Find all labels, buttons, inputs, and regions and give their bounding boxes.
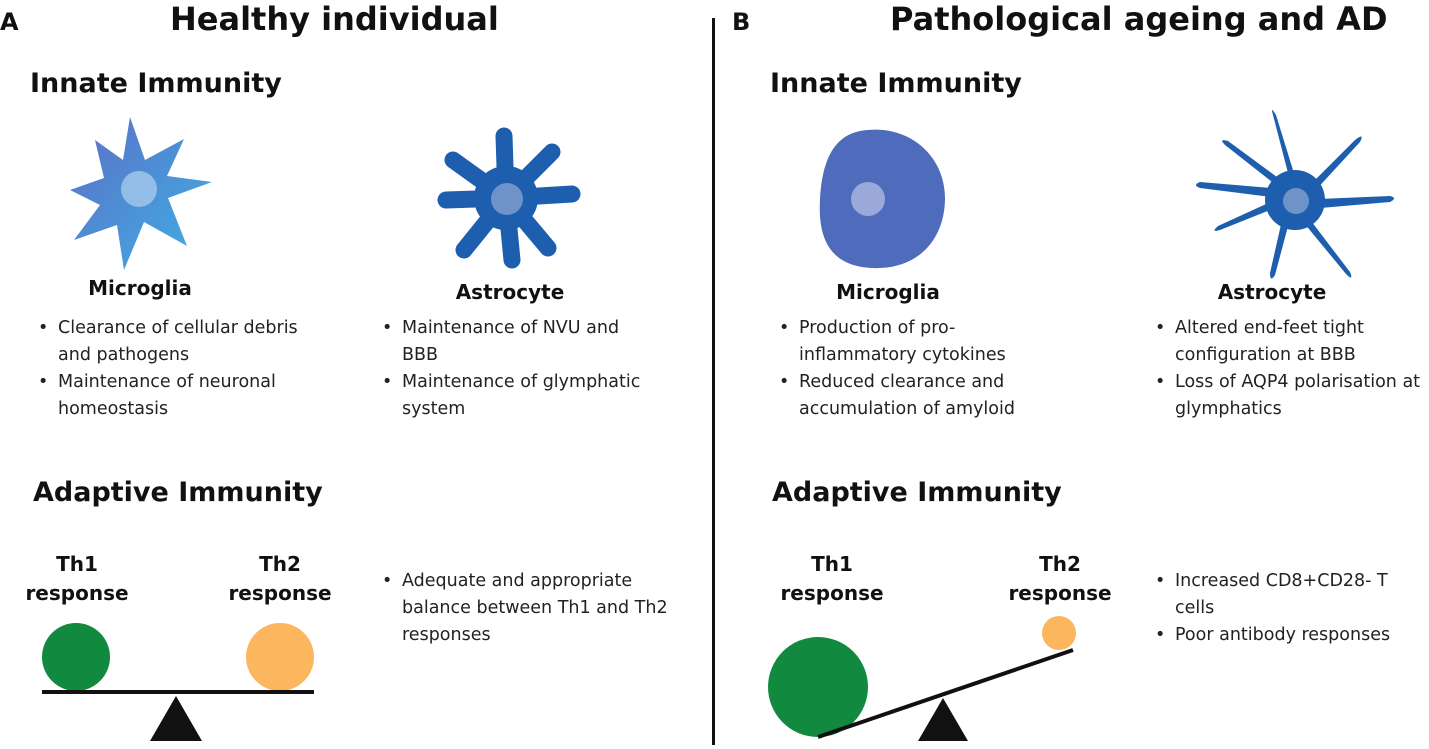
fulcrum-icon: [150, 696, 202, 741]
panel-a-microglia-label: Microglia: [88, 276, 192, 300]
panel-a-adaptive-heading: Adaptive Immunity: [33, 477, 323, 508]
list-item: Loss of AQP4 polarisation at glymphatics: [1153, 369, 1425, 423]
th2-bubble: [1042, 616, 1076, 650]
astrocyte-ad-icon: [1196, 110, 1394, 279]
list-item: Clearance of cellular debris and pathoge…: [36, 315, 316, 369]
panel-a-astrocyte-bullets: Maintenance of NVU and BBB Maintenance o…: [380, 315, 660, 423]
balance-healthy: [42, 623, 314, 741]
balance-beam: [817, 648, 1074, 739]
panel-a-letter: A: [0, 8, 19, 36]
microglia-healthy-icon: [70, 117, 212, 270]
panel-b-microglia-label: Microglia: [836, 280, 940, 304]
panel-b-title: Pathological ageing and AD: [890, 0, 1388, 38]
panel-b-adaptive-heading: Adaptive Immunity: [772, 477, 1062, 508]
list-item: Maintenance of NVU and BBB: [380, 315, 660, 369]
list-item: Altered end-feet tight configuration at …: [1153, 315, 1425, 369]
list-item: Increased CD8+CD28- T cells: [1153, 568, 1428, 622]
list-item: Maintenance of glymphatic system: [380, 369, 660, 423]
list-item: Adequate and appropriate balance between…: [380, 568, 680, 649]
list-item: Production of pro-inflammatory cytokines: [777, 315, 1037, 369]
panel-a-microglia-bullets: Clearance of cellular debris and pathoge…: [36, 315, 316, 423]
panel-b-astrocyte-label: Astrocyte: [1217, 280, 1327, 304]
list-item: Reduced clearance and accumulation of am…: [777, 369, 1037, 423]
th1-bubble: [768, 637, 868, 737]
panel-b-letter: B: [732, 8, 751, 36]
list-item: Maintenance of neuronal homeostasis: [36, 369, 316, 423]
panel-a-innate-heading: Innate Immunity: [30, 68, 282, 99]
panel-divider: [712, 18, 715, 745]
list-item: Poor antibody responses: [1153, 622, 1428, 649]
microglia-ad-icon: [819, 129, 946, 269]
panel-a-title: Healthy individual: [170, 0, 499, 38]
th1-bubble: [42, 623, 110, 691]
panel-b-astrocyte-bullets: Altered end-feet tight configuration at …: [1153, 315, 1425, 423]
fulcrum-icon: [918, 698, 968, 741]
th2-bubble: [246, 623, 314, 691]
astrocyte-healthy-icon: [437, 127, 581, 269]
panel-b-adaptive-bullets: Increased CD8+CD28- T cells Poor antibod…: [1153, 568, 1428, 649]
panel-a-adaptive-bullets: Adequate and appropriate balance between…: [380, 568, 680, 649]
panel-b-innate-heading: Innate Immunity: [770, 68, 1022, 99]
balance-ad: [768, 616, 1076, 741]
panel-a-astrocyte-label: Astrocyte: [455, 280, 565, 304]
panel-b-microglia-bullets: Production of pro-inflammatory cytokines…: [777, 315, 1037, 423]
